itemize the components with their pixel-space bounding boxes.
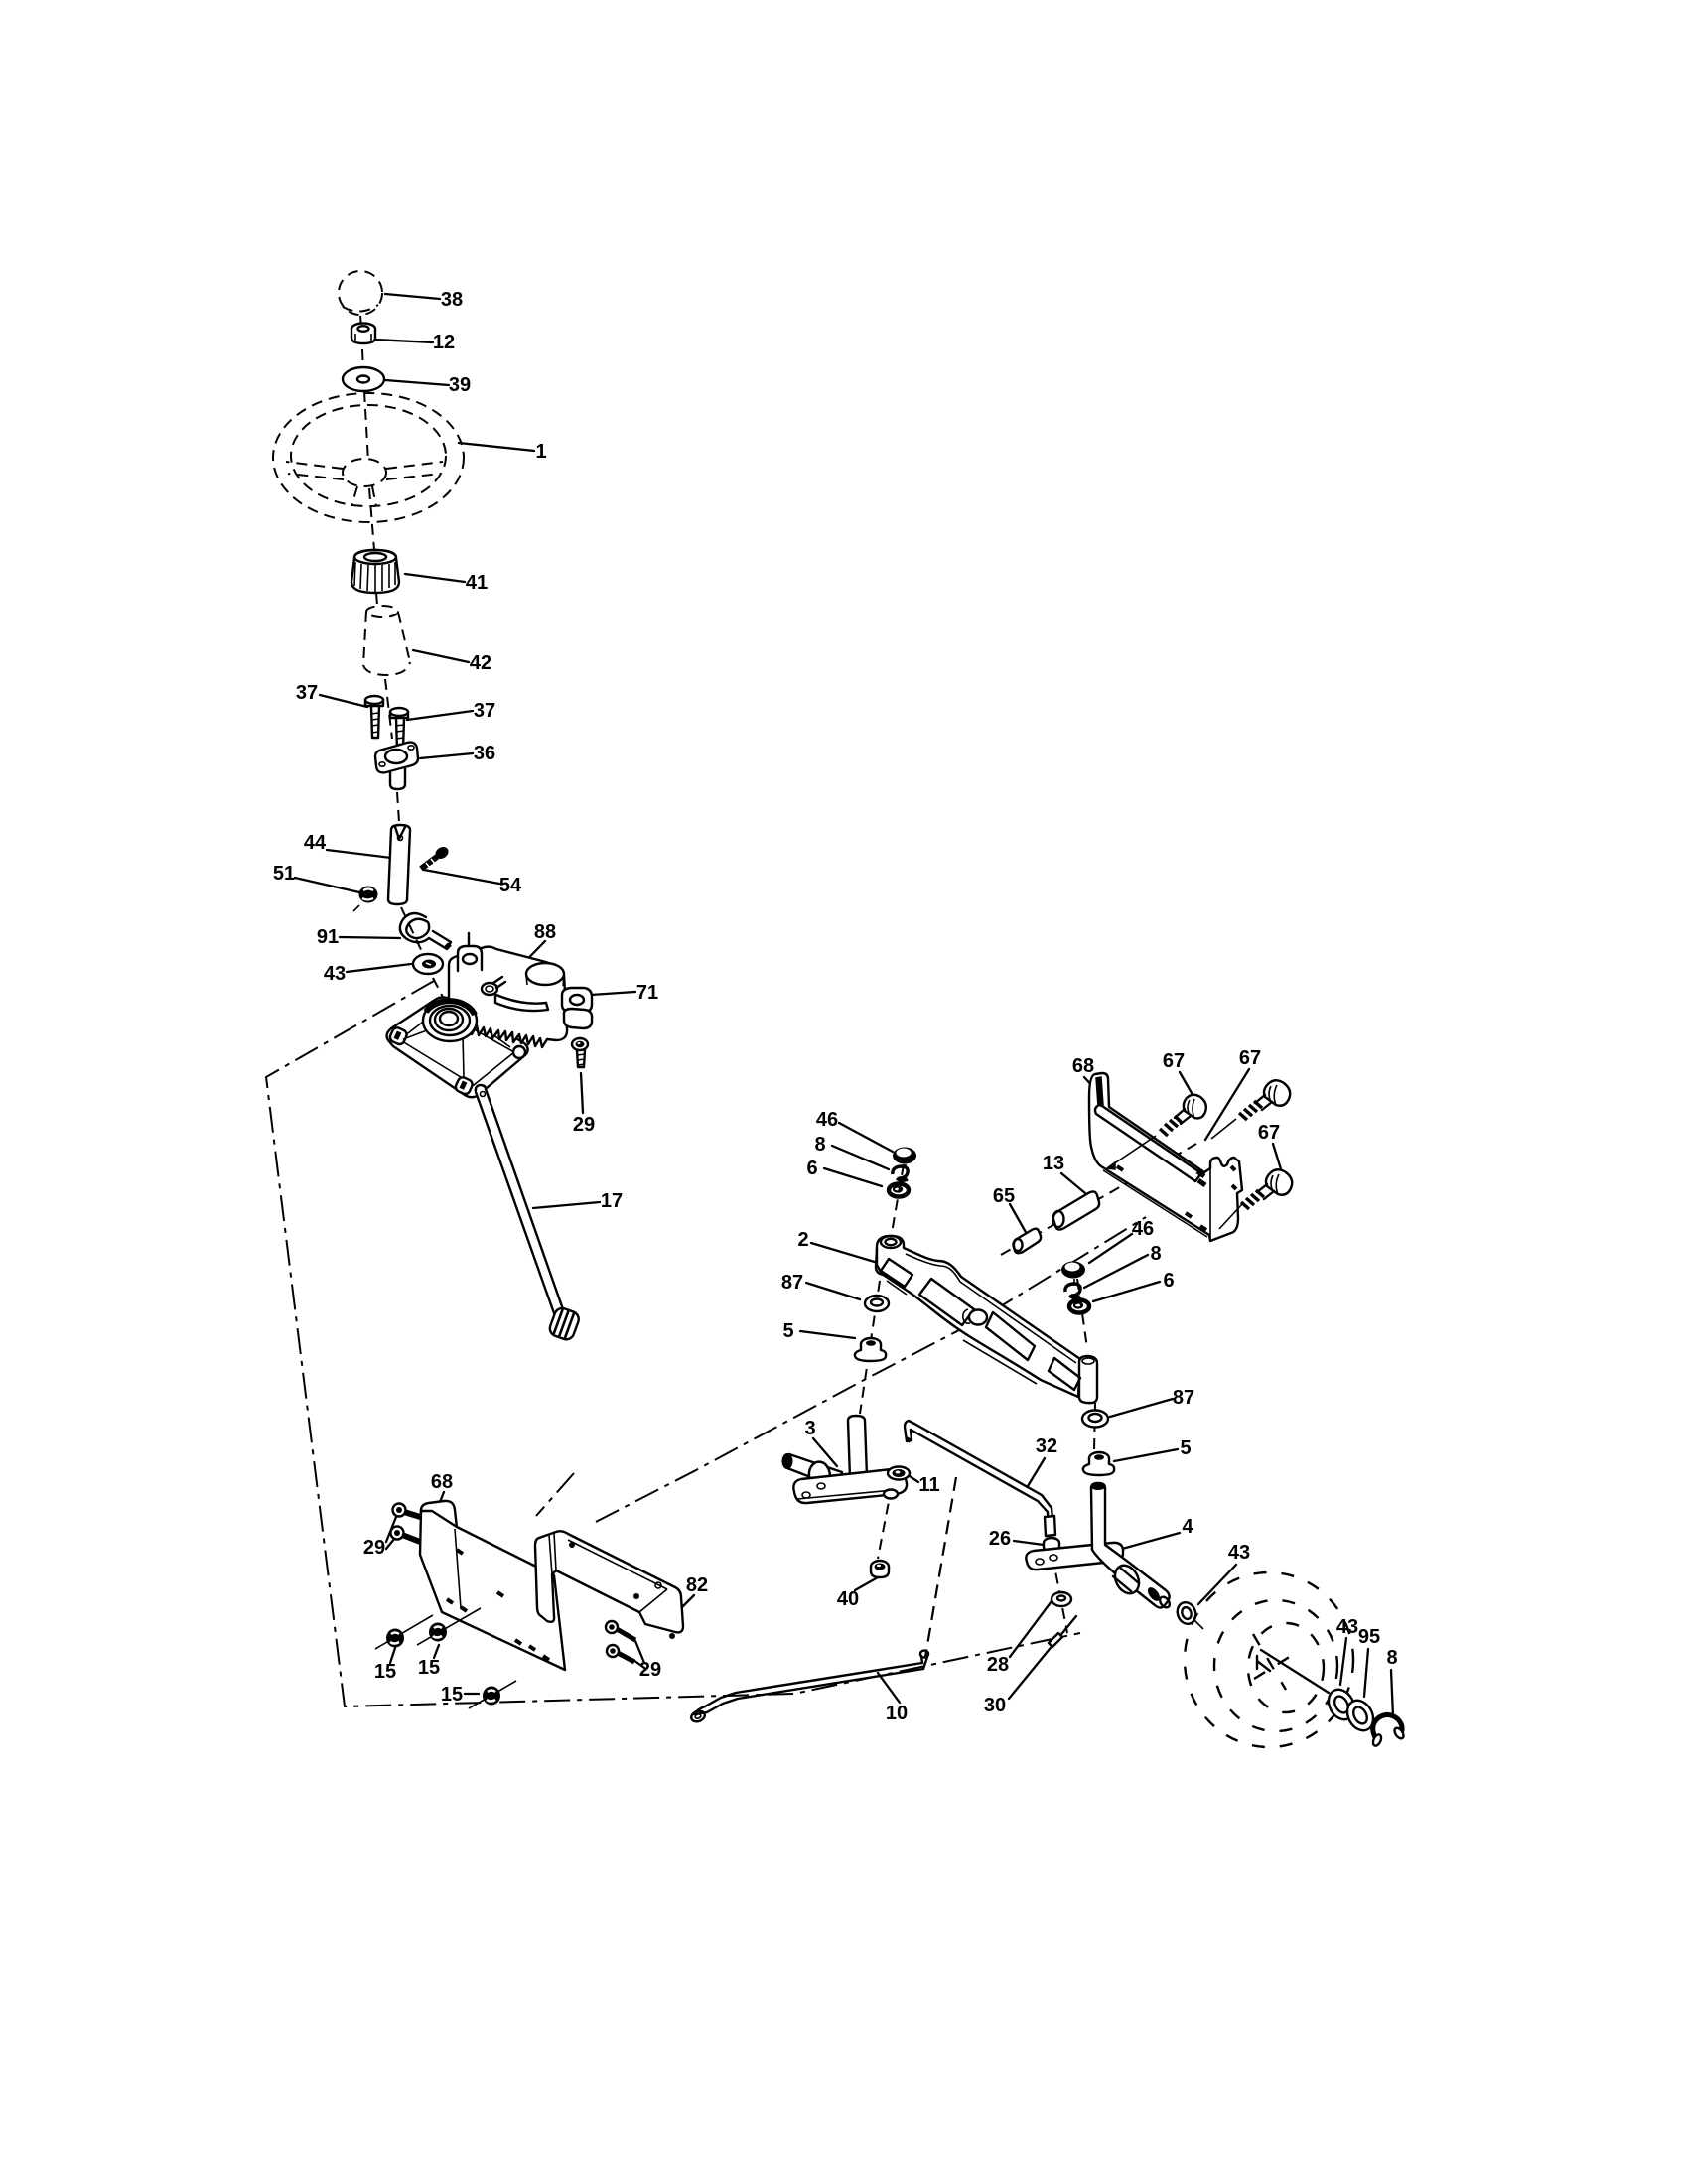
svg-text:32: 32	[1036, 1435, 1057, 1457]
svg-text:43: 43	[1228, 1542, 1250, 1564]
svg-text:8: 8	[814, 1134, 825, 1156]
svg-text:13: 13	[1043, 1153, 1064, 1174]
svg-text:46: 46	[1132, 1218, 1154, 1240]
svg-text:4: 4	[1182, 1516, 1193, 1538]
svg-text:87: 87	[1173, 1387, 1194, 1409]
svg-text:8: 8	[1386, 1647, 1397, 1669]
svg-text:46: 46	[816, 1109, 838, 1131]
svg-text:68: 68	[431, 1471, 453, 1493]
svg-text:8: 8	[1150, 1243, 1161, 1265]
svg-text:38: 38	[441, 289, 463, 311]
svg-text:17: 17	[601, 1190, 623, 1212]
svg-text:6: 6	[1163, 1270, 1174, 1292]
svg-text:15: 15	[418, 1657, 440, 1679]
svg-text:54: 54	[499, 875, 522, 896]
svg-text:3: 3	[804, 1418, 815, 1439]
svg-text:65: 65	[993, 1185, 1015, 1207]
svg-text:39: 39	[449, 374, 471, 396]
svg-text:67: 67	[1163, 1050, 1185, 1072]
svg-text:29: 29	[363, 1537, 385, 1559]
svg-text:10: 10	[886, 1703, 908, 1724]
svg-text:68: 68	[1072, 1055, 1094, 1077]
svg-text:36: 36	[474, 743, 495, 764]
svg-text:5: 5	[782, 1320, 793, 1342]
svg-text:42: 42	[470, 652, 491, 674]
svg-text:12: 12	[433, 332, 455, 353]
svg-text:2: 2	[797, 1229, 808, 1251]
svg-text:11: 11	[918, 1474, 939, 1496]
svg-text:6: 6	[806, 1158, 817, 1179]
svg-text:88: 88	[534, 921, 556, 943]
svg-text:44: 44	[304, 832, 327, 854]
svg-text:91: 91	[317, 926, 339, 948]
svg-text:82: 82	[686, 1574, 708, 1596]
svg-text:37: 37	[296, 682, 318, 704]
svg-text:30: 30	[984, 1695, 1006, 1716]
svg-text:41: 41	[466, 572, 488, 594]
svg-text:87: 87	[781, 1272, 803, 1294]
svg-text:43: 43	[324, 963, 346, 985]
svg-text:51: 51	[273, 863, 295, 885]
svg-text:29: 29	[573, 1114, 595, 1136]
svg-text:1: 1	[535, 441, 546, 463]
svg-text:67: 67	[1239, 1047, 1261, 1069]
svg-text:67: 67	[1258, 1122, 1280, 1144]
svg-text:95: 95	[1358, 1626, 1380, 1648]
svg-text:28: 28	[987, 1654, 1009, 1676]
svg-text:40: 40	[837, 1588, 859, 1610]
svg-text:29: 29	[639, 1659, 661, 1681]
svg-text:26: 26	[989, 1528, 1011, 1550]
svg-text:15: 15	[374, 1661, 396, 1683]
svg-text:15: 15	[441, 1684, 463, 1706]
svg-text:5: 5	[1180, 1437, 1191, 1459]
svg-text:37: 37	[474, 700, 495, 722]
svg-text:71: 71	[636, 982, 658, 1004]
